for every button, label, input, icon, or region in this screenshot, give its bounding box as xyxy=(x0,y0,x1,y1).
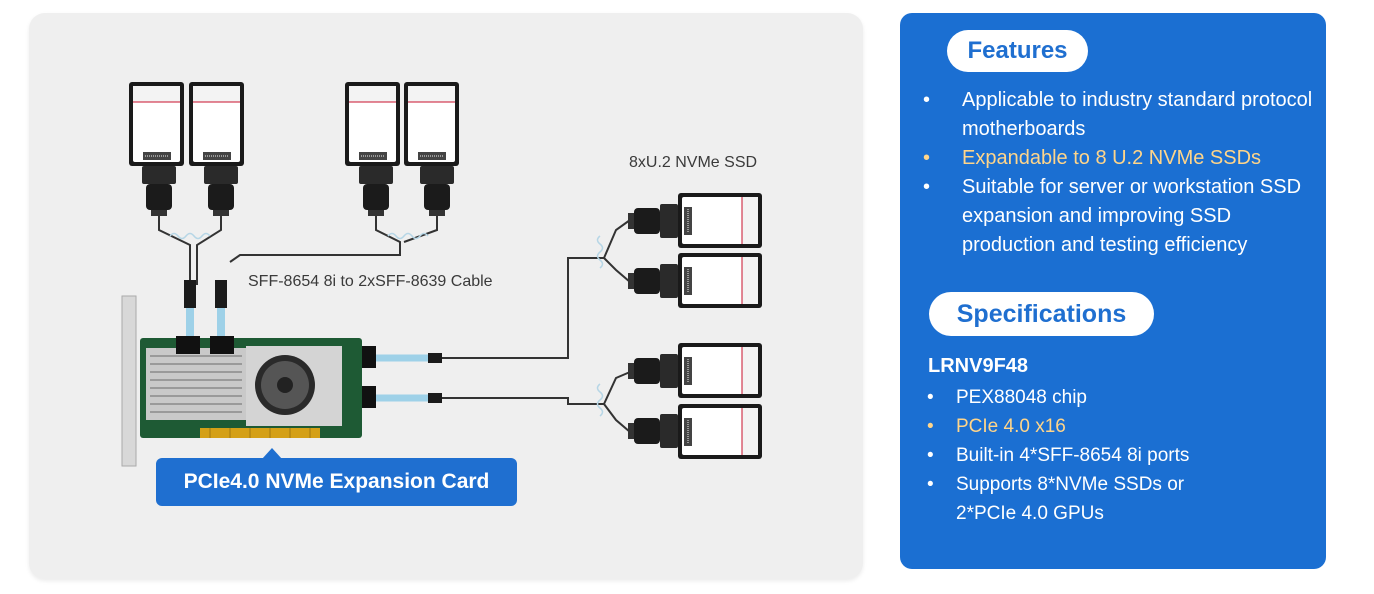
ssd-drive xyxy=(677,252,763,309)
ssd-drive xyxy=(403,81,460,167)
ssd-drive xyxy=(677,192,763,249)
cable-plug xyxy=(359,166,393,216)
pcie-card xyxy=(121,295,376,467)
ssd-drive xyxy=(128,81,185,167)
cable-top-left xyxy=(158,216,438,285)
card-label-pointer xyxy=(262,448,282,459)
cable-plug xyxy=(142,166,176,216)
features-heading: Features xyxy=(947,30,1088,72)
spec-item: •Built-in 4*SFF-8654 8i ports xyxy=(927,445,1190,466)
card-label: PCIe4.0 NVMe Expansion Card xyxy=(156,458,517,506)
cable-plug xyxy=(420,166,454,216)
cable-right xyxy=(376,219,631,433)
spec-item: •PCIe 4.0 x16 xyxy=(927,416,1066,437)
cable-plug xyxy=(628,264,678,298)
diagram-illustration xyxy=(121,81,763,467)
ssd-count-label: 8xU.2 NVMe SSD xyxy=(629,154,758,171)
ssd-drive xyxy=(677,403,763,460)
specifications-heading: Specifications xyxy=(929,292,1154,336)
cable-plug xyxy=(628,204,678,238)
info-panel: Features •Applicable to industry standar… xyxy=(900,13,1326,569)
ssd-drive xyxy=(344,81,401,167)
features-list: •Applicable to industry standard protoco… xyxy=(920,86,1320,260)
spec-item: •PEX88048 chip xyxy=(927,387,1087,408)
specifications-list: •PEX88048 chip •PCIe 4.0 x16 •Built-in 4… xyxy=(924,383,1304,528)
feature-item: •Applicable to industry standard protoco… xyxy=(923,89,1313,140)
cable-plug xyxy=(628,414,678,448)
cable-label: SFF-8654 8i to 2xSFF-8639 Cable xyxy=(248,273,493,290)
cable-plug xyxy=(204,166,238,216)
feature-item: •Suitable for server or workstation SSD … xyxy=(923,176,1302,256)
feature-item: •Expandable to 8 U.2 NVMe SSDs xyxy=(923,147,1262,169)
ssd-drive xyxy=(677,342,763,399)
ssd-drive xyxy=(188,81,245,167)
spec-item: •Supports 8*NVMe SSDs or 2*PCIe 4.0 GPUs xyxy=(927,474,1185,524)
cable-plug xyxy=(628,354,678,388)
model-number: LRNV9F48 xyxy=(928,355,1029,377)
